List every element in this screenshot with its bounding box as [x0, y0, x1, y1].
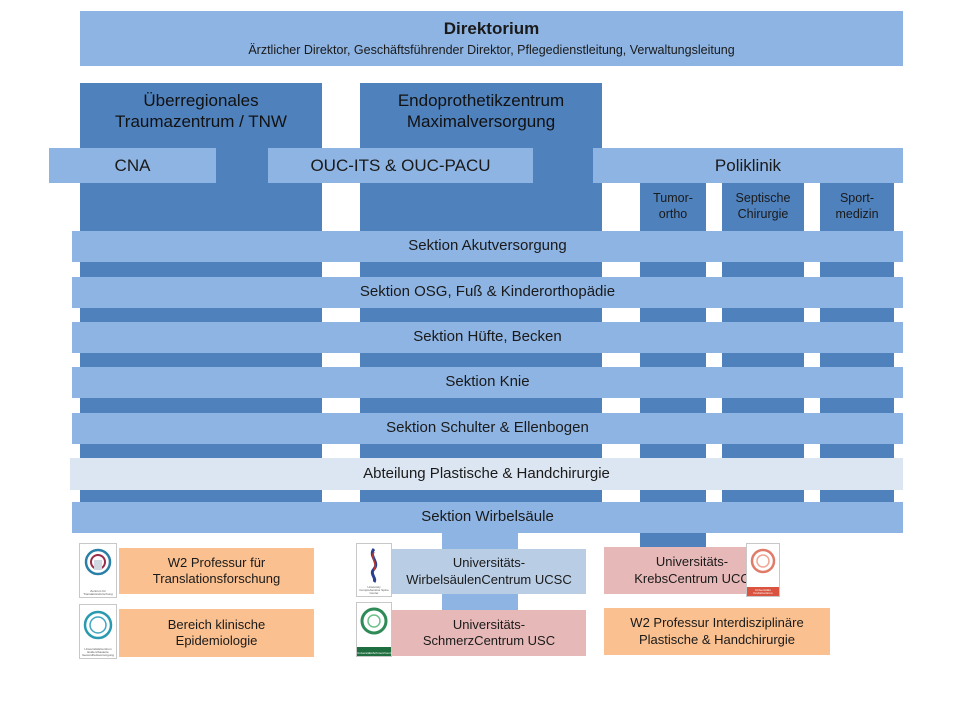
sportmedizin-label-box: Sport-medizin: [820, 186, 894, 228]
abteilung-plastische-handchirurgie-label: Abteilung Plastische & Handchirurgie: [363, 464, 610, 482]
sektion-osg-fuss-label: Sektion OSG, Fuß & Kinderorthopädie: [359, 283, 616, 301]
ucsc-box: Universitäts-WirbelsäulenCentrum UCSC: [392, 549, 586, 594]
traumazentrum-box: Überregionales Traumazentrum / TNW: [80, 83, 322, 149]
sportmedizin-label: Sport-medizin: [835, 191, 879, 221]
endoprothetikzentrum-box: Endoprothetikzentrum Maximalversorgung: [360, 83, 602, 149]
translationsforschung-logo-caption: Zentrum für Translationsforschung: [83, 589, 113, 596]
abteilung-plastische-handchirurgie: Abteilung Plastische & Handchirurgie: [70, 458, 903, 490]
klinische-epidemiologie-box: Bereich klinische Epidemiologie: [119, 609, 314, 657]
sektion-wirbelsaeule-label: Sektion Wirbelsäule: [421, 508, 554, 526]
traumazentrum-label: Überregionales Traumazentrum / TNW: [115, 91, 287, 132]
ucsc-label: Universitäts-WirbelsäulenCentrum UCSC: [406, 555, 572, 587]
direktorium-title: Direktorium: [443, 19, 540, 39]
tumorortho-label: Tumor-ortho: [653, 191, 693, 221]
wirbelsaeulen-logo-caption: University Comprehensive Spine Center: [359, 585, 389, 595]
ring-icon: [750, 548, 776, 574]
epidemiologie-logo-caption: UniversitätsCentrum Evidenzbasierte Gesu…: [82, 647, 114, 657]
ring-icon: [83, 610, 113, 640]
sektion-schulter-ellenbogen: Sektion Schulter & Ellenbogen: [72, 413, 903, 444]
epidemiologie-logo: UniversitätsCentrum Evidenzbasierte Gesu…: [79, 604, 117, 659]
tumorortho-label-box: Tumor-ortho: [640, 186, 706, 228]
ring-icon: [360, 607, 388, 635]
wirbelsaeulen-logo: University Comprehensive Spine Center: [356, 543, 392, 597]
usc-label: Universitäts-SchmerzCentrum USC: [422, 616, 556, 648]
ouc-label: OUC-ITS & OUC-PACU: [310, 155, 491, 175]
krebs-logo-caption: Universitäts KrebsCentrum: [753, 588, 773, 595]
poliklinik-box: Poliklinik: [593, 148, 903, 183]
sektion-wirbelsaeule: Sektion Wirbelsäule: [72, 502, 903, 533]
direktorium-subtitle: Ärztlicher Direktor, Geschäftsführender …: [248, 43, 735, 58]
usc-box: Universitäts-SchmerzCentrum USC: [392, 610, 586, 656]
klinische-epidemiologie-label: Bereich klinische Epidemiologie: [167, 616, 266, 648]
spine-icon: [370, 548, 378, 583]
ring-icon: [84, 548, 112, 576]
ouc-box: OUC-ITS & OUC-PACU: [268, 148, 533, 183]
sektion-schulter-ellenbogen-label: Sektion Schulter & Ellenbogen: [386, 419, 589, 437]
w2-translationsforschung-box: W2 Professur für Translationsforschung: [119, 548, 314, 594]
w2-translationsforschung-label: W2 Professur für Translationsforschung: [152, 554, 281, 586]
schmerz-logo: UniversitätsSchmerzCentrum: [356, 602, 397, 657]
schmerz-logo-caption: UniversitätsSchmerzCentrum: [357, 651, 397, 655]
septische-chirurgie-label: Septische Chirurgie: [735, 191, 791, 221]
sektion-huefte-becken-label: Sektion Hüfte, Becken: [413, 328, 562, 346]
cna-box: CNA: [49, 148, 216, 183]
poliklinik-label: Poliklinik: [714, 155, 782, 175]
direktorium-box: Direktorium Ärztlicher Direktor, Geschäf…: [80, 11, 903, 66]
sektion-akutversorgung: Sektion Akutversorgung: [72, 231, 903, 262]
translationsforschung-logo: Zentrum für Translationsforschung: [79, 543, 117, 598]
sektion-akutversorgung-label: Sektion Akutversorgung: [408, 237, 567, 255]
sektion-osg-fuss: Sektion OSG, Fuß & Kinderorthopädie: [72, 277, 903, 308]
krebs-logo: Universitäts KrebsCentrum: [746, 543, 780, 597]
septische-chirurgie-label-box: Septische Chirurgie: [722, 186, 804, 228]
w2-plastische-handchirurgie-box: W2 Professur Interdisziplinäre Plastisch…: [604, 608, 830, 655]
sektion-knie-label: Sektion Knie: [445, 373, 530, 391]
w2-plastische-handchirurgie-label: W2 Professur Interdisziplinäre Plastisch…: [630, 615, 804, 647]
cna-label: CNA: [114, 155, 151, 175]
sektion-knie: Sektion Knie: [72, 367, 903, 398]
endoprothetikzentrum-label: Endoprothetikzentrum Maximalversorgung: [397, 91, 565, 132]
ucc-label: Universitäts-KrebsCentrum UCC: [634, 554, 750, 586]
sektion-huefte-becken: Sektion Hüfte, Becken: [72, 322, 903, 353]
